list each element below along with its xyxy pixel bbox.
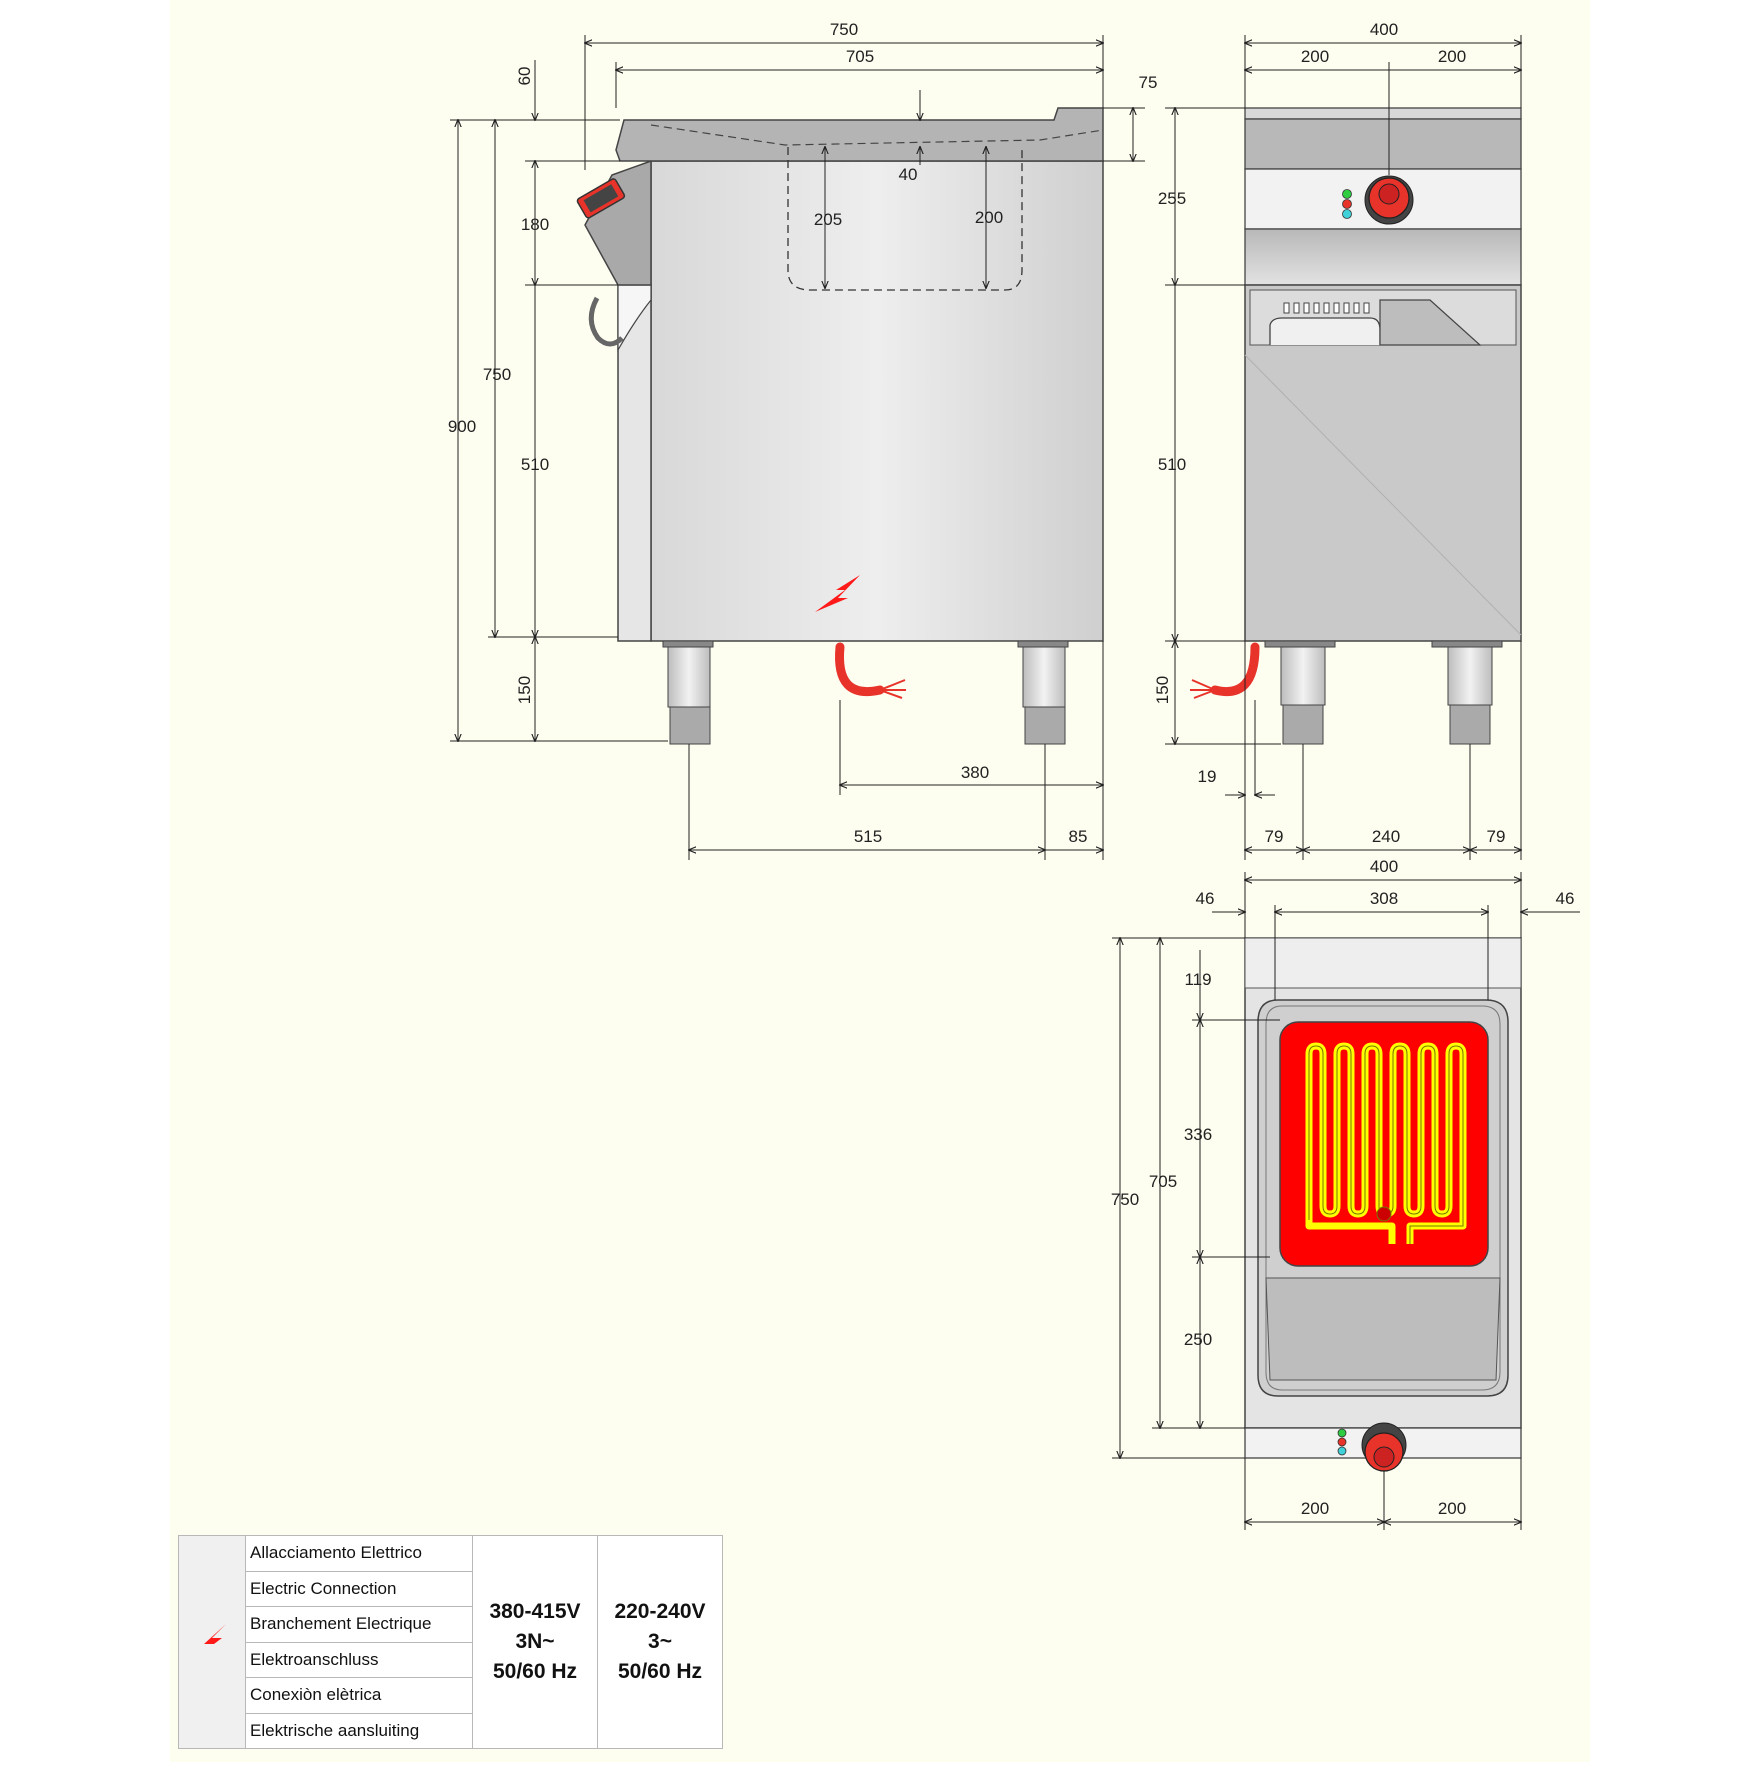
side-leg-rear (1017, 640, 1069, 745)
top-dimension-labels: 400 46 308 46 750 705 119 336 250 200 20… (1111, 857, 1575, 1518)
dim-side-body-height: 750 (483, 365, 511, 384)
label-german: Elektroanschluss (245, 1641, 473, 1678)
dim-side-leg-height: 150 (515, 676, 534, 704)
voltage-b-frequency: 50/60 Hz (617, 1660, 703, 1683)
voltage-a-frequency: 50/60 Hz (492, 1660, 578, 1683)
top-dimensions (1112, 872, 1580, 1530)
label-spanish: Conexiòn elètrica (245, 1677, 473, 1714)
dim-top-knob-right: 200 (1438, 1499, 1466, 1518)
dim-top-width: 400 (1370, 857, 1398, 876)
drawing-sheet: 750 705 60 75 40 205 200 900 750 180 510… (170, 0, 1590, 1762)
dim-front-half-right: 200 (1438, 47, 1466, 66)
side-view (576, 107, 1104, 745)
top-view (1244, 937, 1522, 1472)
dim-top-margin-left: 46 (1196, 889, 1215, 908)
side-electric-symbol (815, 575, 860, 612)
dim-front-leg-spacing: 240 (1372, 827, 1400, 846)
front-indicator-lights (1342, 189, 1352, 219)
side-dimension-labels: 750 705 60 75 40 205 200 900 750 180 510… (448, 20, 1158, 846)
dim-front-leg-inset-right: 79 (1487, 827, 1506, 846)
top-indicator-lights (1337, 1428, 1347, 1456)
front-leg-left (1264, 640, 1336, 745)
dim-front-legs: 150 (1153, 676, 1172, 704)
voltage-option-b: 220-240V 3~ 50/60 Hz (597, 1535, 723, 1749)
side-cabinet (650, 160, 1104, 642)
dim-side-control-height: 180 (521, 215, 549, 234)
dim-side-panel-drop: 60 (515, 67, 534, 86)
voltage-b-range: 220-240V (614, 1600, 706, 1623)
voltage-a-phase: 3N~ (515, 1630, 555, 1653)
label-english: Electric Connection (245, 1570, 473, 1607)
dim-side-leg-spacing: 515 (854, 827, 882, 846)
dim-top-tank-width: 308 (1370, 889, 1398, 908)
front-leg-right (1431, 640, 1503, 745)
front-door-handle (1269, 317, 1381, 345)
dim-top-tank-length: 336 (1184, 1125, 1212, 1144)
dim-side-cabinet-height: 510 (521, 455, 549, 474)
side-power-cable (835, 642, 885, 696)
dim-top-total-depth: 750 (1111, 1190, 1139, 1209)
front-vent-slots (1283, 302, 1370, 314)
dim-front-width: 400 (1370, 20, 1398, 39)
dim-side-tank-depth-back: 200 (975, 208, 1003, 227)
dim-side-rim-height: 75 (1139, 73, 1158, 92)
dim-top-margin-right: 46 (1556, 889, 1575, 908)
dim-front-half-left: 200 (1301, 47, 1329, 66)
dim-top-drain-zone: 250 (1184, 1330, 1212, 1349)
front-knob (1364, 175, 1414, 225)
side-leg-front (662, 640, 714, 745)
label-italian: Allacciamento Elettrico (245, 1535, 473, 1572)
side-tank-outline (787, 147, 1023, 291)
front-view (1190, 107, 1522, 745)
dim-side-tank-depth-front: 205 (814, 210, 842, 229)
dim-side-total-height: 900 (448, 417, 476, 436)
dim-top-inner-depth: 705 (1149, 1172, 1177, 1191)
electrical-connection-table: Allacciamento Elettrico 380-415V 3N~ 50/… (178, 1535, 723, 1749)
dim-front-leg-inset-left: 79 (1265, 827, 1284, 846)
front-dimensions (1165, 35, 1521, 860)
voltage-b-phase: 3~ (648, 1630, 672, 1653)
dim-front-cabinet: 510 (1158, 455, 1186, 474)
dim-front-cable-offset: 19 (1198, 767, 1217, 786)
top-drain-zone (1265, 1277, 1501, 1381)
technical-drawing: 750 705 60 75 40 205 200 900 750 180 510… (170, 0, 1590, 1762)
side-dimensions (450, 35, 1145, 860)
voltage-option-a: 380-415V 3N~ 50/60 Hz (472, 1535, 598, 1749)
label-dutch: Elektrische aansluiting (245, 1712, 473, 1749)
dim-top-front-gap: 119 (1184, 970, 1211, 989)
side-worktop (615, 107, 1104, 162)
dim-front-top-section: 255 (1158, 189, 1186, 208)
side-knob (576, 178, 626, 219)
dim-side-top-length: 705 (846, 47, 874, 66)
front-dimension-labels: 400 200 200 255 510 150 19 79 240 79 (1153, 20, 1505, 846)
dim-side-rear-offset: 85 (1069, 827, 1088, 846)
dim-side-tank-inset: 40 (899, 165, 918, 184)
voltage-a-range: 380-415V (489, 1600, 581, 1623)
label-french: Branchement Electrique (245, 1606, 473, 1643)
legend-symbol-cell (178, 1535, 246, 1749)
top-knob (1361, 1422, 1407, 1472)
lightning-bolt-icon (198, 1623, 226, 1656)
front-worktop (1244, 118, 1522, 170)
side-hook (588, 296, 624, 347)
dim-top-knob-left: 200 (1301, 1499, 1329, 1518)
dim-side-connection-offset: 380 (961, 763, 989, 782)
dim-side-total-length: 750 (830, 20, 858, 39)
